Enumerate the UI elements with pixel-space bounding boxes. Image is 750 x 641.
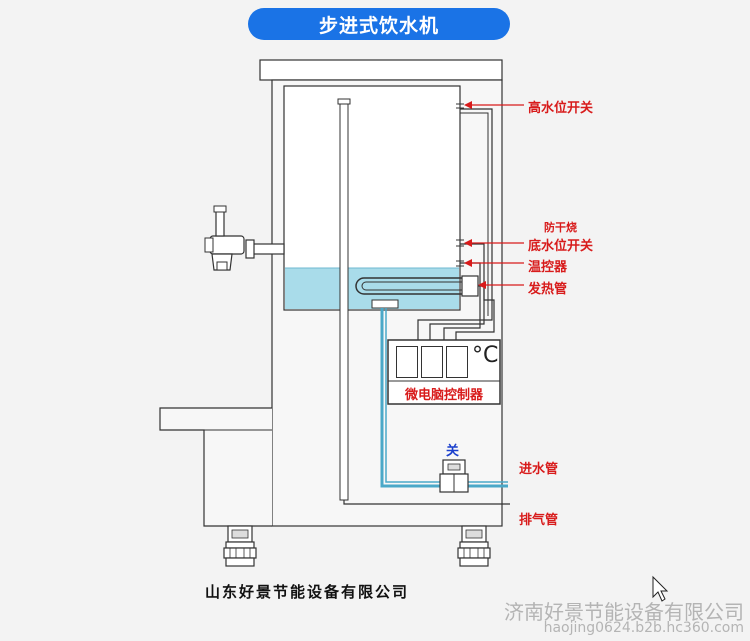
inlet-chamber (371, 299, 399, 309)
faucet-handle (215, 209, 225, 237)
watermark-url: haojing0624.b2b.hc360.com (543, 620, 744, 636)
heating-element (355, 277, 466, 295)
top-lid (259, 59, 503, 81)
left-foot (223, 525, 257, 567)
label-thermostat: 温控器 (528, 260, 568, 275)
label-anti-dry-burn: 防干烧 (544, 221, 577, 234)
company-name: 山东好景节能设备有限公司 (205, 583, 410, 601)
label-vent-pipe: 排气管 (519, 513, 559, 528)
faucet-pipe (249, 243, 285, 255)
cup-shelf (159, 407, 272, 527)
label-heating-tube: 发热管 (528, 282, 568, 297)
display-digit-2 (421, 346, 443, 378)
vent-pipe (343, 500, 510, 505)
faucet-body (209, 235, 245, 255)
watermark-company: 济南好景节能设备有限公司 (504, 600, 744, 624)
label-valve-closed: 关 (446, 444, 460, 459)
low-level-wire (429, 243, 485, 340)
label-high-level-switch: 高水位开关 (528, 101, 594, 116)
display-digit-3 (446, 346, 468, 378)
label-low-level-switch: 底水位开关 (528, 239, 594, 254)
heater-terminal (461, 275, 479, 297)
high-level-wire (417, 108, 493, 340)
controller-label: 微电脑控制器 (404, 388, 483, 403)
label-inlet-pipe: 进水管 (519, 462, 559, 477)
vent-tube (339, 99, 349, 501)
right-foot (457, 525, 491, 567)
cursor-icon (652, 575, 669, 602)
degree-unit-label: °C (472, 343, 499, 368)
diagram-title: 步进式饮水机 (248, 8, 510, 40)
display-digit-1 (396, 346, 418, 378)
